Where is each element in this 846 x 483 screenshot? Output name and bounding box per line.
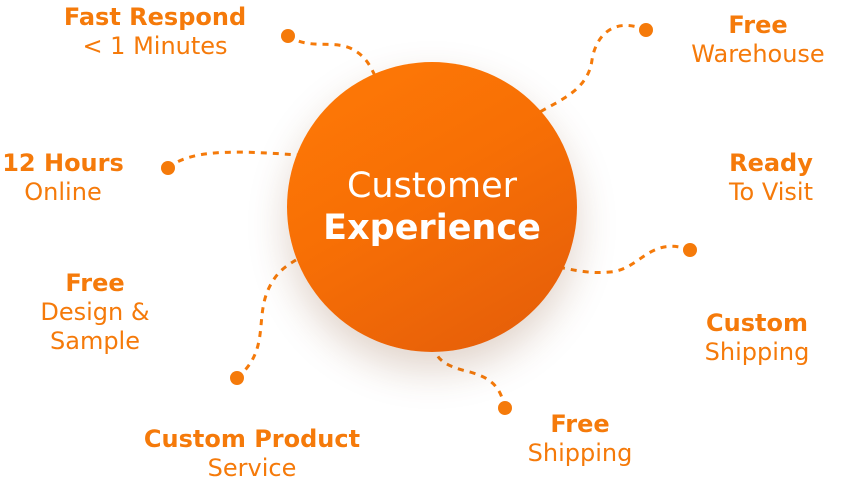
hub-line-1: Customer xyxy=(346,166,517,206)
connector-free-design xyxy=(236,258,297,380)
label-line: < 1 Minutes xyxy=(82,32,228,60)
label-title: Free xyxy=(728,11,788,39)
connector-12-hours xyxy=(167,150,299,170)
dot-free-warehouse xyxy=(639,23,653,37)
label-fast-respond: Fast Respond < 1 Minutes xyxy=(64,3,246,61)
label-free-warehouse: Free Warehouse xyxy=(691,11,824,69)
label-line: Shipping xyxy=(704,338,810,366)
dot-fast-respond xyxy=(281,29,295,43)
dot-free-design xyxy=(230,371,244,385)
label-line: Online xyxy=(24,178,102,206)
label-title: Free xyxy=(550,410,610,438)
label-line: Warehouse xyxy=(691,40,825,68)
label-free-design: Free Design & Sample xyxy=(40,269,149,356)
label-title: Free xyxy=(65,269,125,297)
dot-free-shipping xyxy=(498,401,512,415)
label-free-shipping: Free Shipping xyxy=(528,410,633,468)
connector-free-shipping xyxy=(433,349,507,409)
label-line: Shipping xyxy=(527,439,633,467)
connector-free-warehouse xyxy=(539,23,647,114)
label-title: Custom xyxy=(706,309,808,337)
hub-line-2: Experience xyxy=(323,208,541,248)
label-title: Fast Respond xyxy=(63,3,247,31)
label-custom-shipping: Custom Shipping xyxy=(705,309,810,367)
connector-fast-respond xyxy=(287,34,378,79)
dot-12-hours xyxy=(161,161,175,175)
label-line: Design & xyxy=(40,298,150,326)
label-12-hours: 12 Hours Online xyxy=(2,149,124,207)
connector-ready xyxy=(562,244,691,274)
label-title: 12 Hours xyxy=(2,149,124,177)
label-title: Custom Product xyxy=(143,425,361,453)
customer-experience-hub: Customer Experience xyxy=(287,62,577,352)
dot-ready xyxy=(683,243,697,257)
label-line: To Visit xyxy=(728,178,814,206)
label-ready-to-visit: Ready To Visit xyxy=(729,149,813,207)
label-title: Ready xyxy=(729,149,813,177)
label-line: Service xyxy=(207,454,297,482)
label-line: Sample xyxy=(50,327,140,355)
label-custom-product: Custom Product Service xyxy=(144,425,360,483)
